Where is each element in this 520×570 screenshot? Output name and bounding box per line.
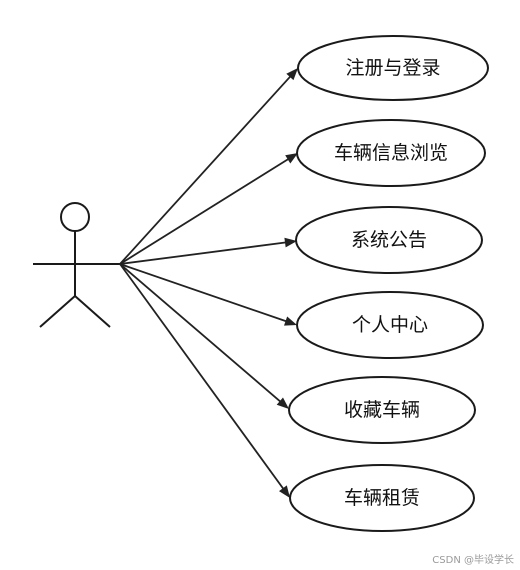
association-4: [119, 263, 297, 326]
use-case-label-2: 车辆信息浏览: [334, 142, 448, 164]
use-case-5[interactable]: 收藏车辆: [288, 376, 476, 444]
association-3: [119, 237, 297, 265]
use-case-2[interactable]: 车辆信息浏览: [296, 119, 486, 187]
associations: [119, 68, 298, 498]
use-case-1[interactable]: 注册与登录: [297, 35, 489, 101]
association-6: [119, 263, 290, 498]
arrow-head-4: [284, 316, 297, 326]
watermark: CSDN @毕设学长: [432, 555, 514, 566]
use-case-label-5: 收藏车辆: [344, 399, 420, 421]
use-case-6[interactable]: 车辆租赁: [289, 464, 475, 532]
use-case-label-6: 车辆租赁: [344, 487, 420, 509]
arrow-head-2: [285, 153, 298, 164]
use-case-4[interactable]: 个人中心: [296, 291, 484, 359]
arrow-head-1: [286, 68, 298, 81]
use-case-label-1: 注册与登录: [345, 57, 440, 79]
arrow-head-3: [284, 237, 297, 248]
use-case-label-4: 个人中心: [352, 314, 428, 336]
association-5: [119, 263, 289, 409]
arrow-head-6: [279, 485, 290, 498]
actor-head: [60, 202, 90, 232]
actor-right-leg: [74, 295, 111, 328]
actor-left-leg: [39, 295, 76, 328]
use-case-label-3: 系统公告: [351, 229, 427, 251]
association-2: [119, 153, 298, 265]
association-1: [119, 68, 298, 265]
actor-icon: [33, 202, 120, 328]
use-case-3[interactable]: 系统公告: [295, 206, 483, 274]
arrow-head-5: [276, 397, 289, 409]
